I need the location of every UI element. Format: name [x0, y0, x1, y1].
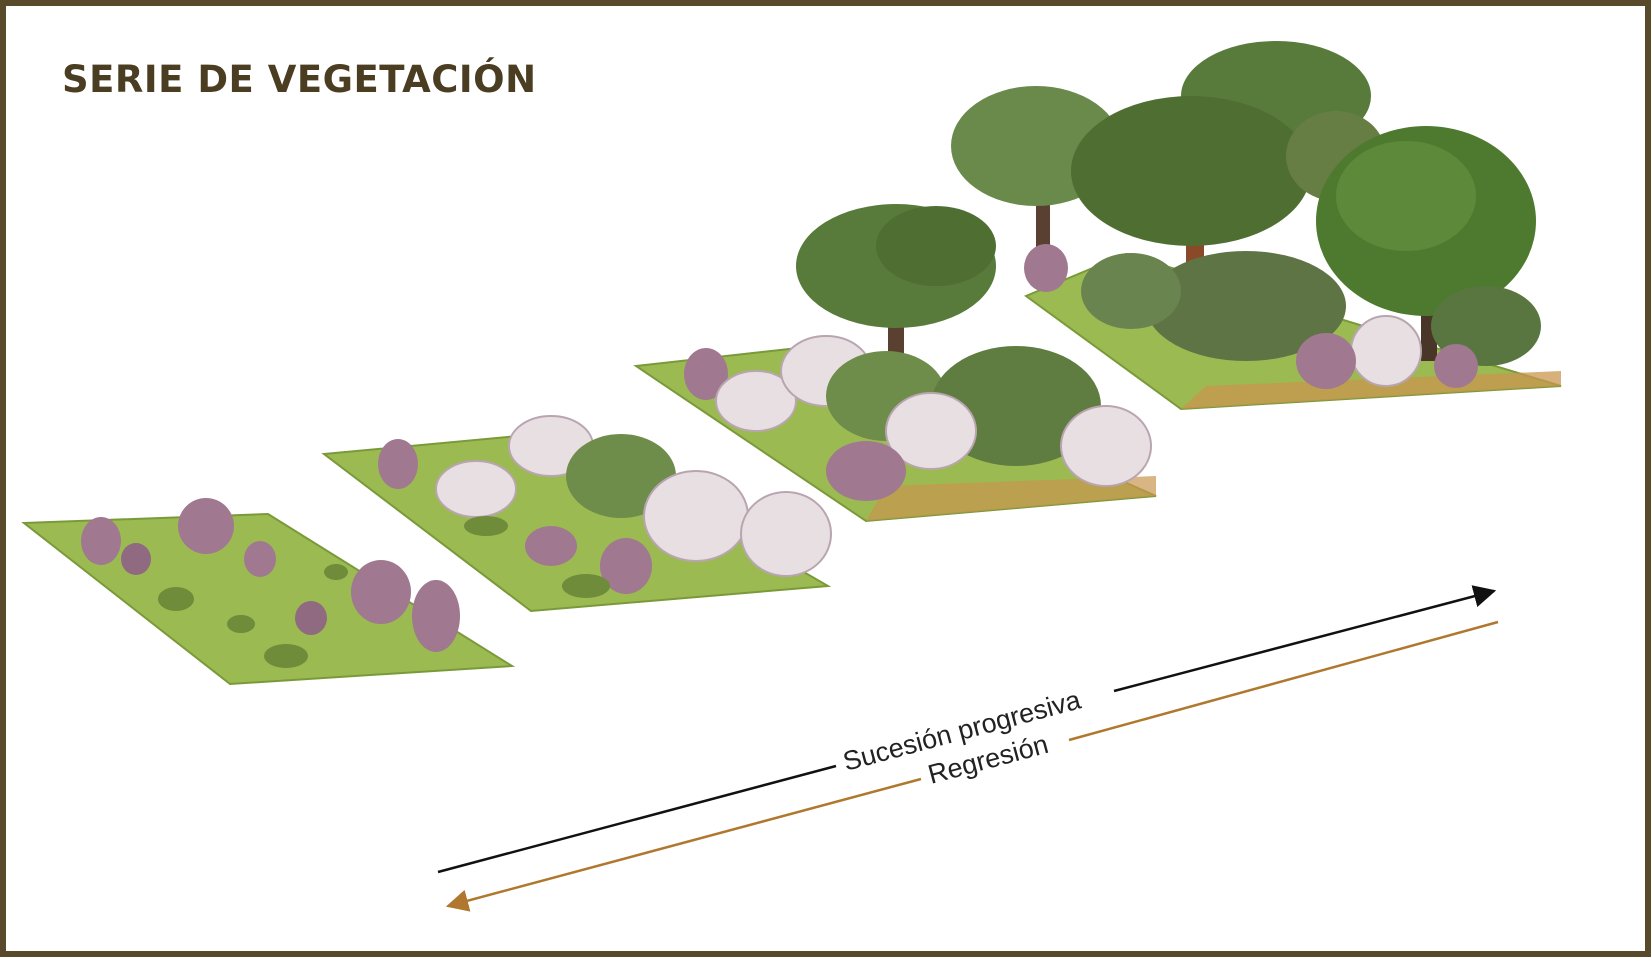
regressive-arrow-line-upper [1068, 620, 1499, 742]
regressive-arrow-line-lower [445, 777, 922, 912]
succession-arrows: Sucesión progresiva Regresión [437, 585, 1499, 912]
vegetation-series-illustration: Sucesión progresiva Regresión [21, 41, 1562, 912]
stage-2-plants [378, 415, 832, 598]
stage-4-forest [951, 41, 1562, 411]
diagram-title: SERIE DE VEGETACIÓN [62, 58, 537, 101]
progressive-arrow-line-upper [1113, 585, 1497, 693]
stage-1-plants [81, 498, 460, 668]
stage-3-plants [684, 204, 1152, 501]
stage-1-pasture [21, 498, 516, 686]
stage-2-scrub [321, 415, 832, 613]
stage-3-dense-scrub [633, 204, 1157, 523]
stage-4-trees [951, 41, 1541, 389]
progressive-arrow-line-lower [437, 764, 837, 874]
stage-3-soil [866, 476, 1156, 521]
